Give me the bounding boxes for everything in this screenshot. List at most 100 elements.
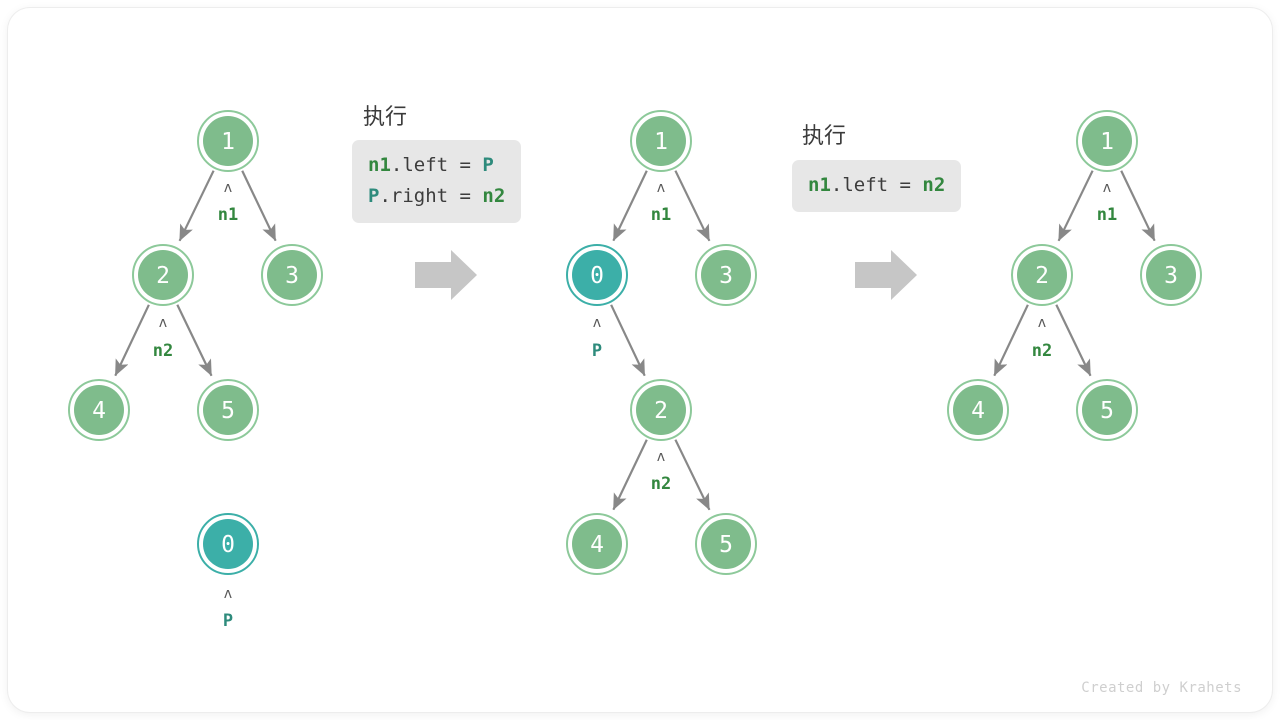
- tree-edge-edge-1-3: [241, 170, 277, 242]
- pointer-caret-icon: ʌ: [1103, 180, 1111, 196]
- edge-layer: [114, 170, 1156, 511]
- node-disc: [572, 250, 622, 300]
- code-token: .right =: [379, 185, 483, 207]
- code-token: n2: [922, 174, 946, 196]
- pointer-caret-icon: ʌ: [657, 180, 665, 196]
- pointer-caret-icon: ʌ: [593, 315, 601, 331]
- node-disc: [203, 385, 253, 435]
- tree-edge-edge-1-3: [674, 170, 711, 242]
- tree-node-3: 3: [1140, 244, 1202, 306]
- node-value: 4: [590, 532, 604, 558]
- tree-edge-edge-2-5: [1055, 304, 1092, 377]
- tree-node-0: 0: [197, 513, 259, 575]
- node-disc: [203, 519, 253, 569]
- tree-edge-edge-1-2: [178, 170, 215, 242]
- transition-arrow-1: [415, 250, 477, 300]
- tree-node-1: 1: [630, 110, 692, 172]
- node-disc: [138, 250, 188, 300]
- node-value: 1: [1100, 129, 1114, 155]
- step-3-code-block: n1.left = n2: [792, 160, 962, 212]
- node-value: 3: [285, 263, 299, 289]
- node-value: 0: [221, 532, 235, 558]
- node-outer-ring: [1140, 244, 1202, 306]
- node-disc: [636, 385, 686, 435]
- node-disc: [636, 116, 686, 166]
- tree-node-1: 1: [1076, 110, 1138, 172]
- code-token: .left =: [390, 154, 483, 176]
- node-outer-ring: [197, 110, 259, 172]
- node-value: 5: [1100, 398, 1114, 424]
- tree-edge-edge-1-2: [1057, 170, 1094, 242]
- code-token: n1: [368, 154, 391, 176]
- code-token: .left =: [830, 174, 923, 196]
- transition-arrow-2: [855, 250, 917, 300]
- code-token: P: [482, 154, 494, 176]
- node-value: 1: [221, 129, 235, 155]
- pointer-p-label: P: [592, 341, 602, 361]
- node-value: 4: [92, 398, 106, 424]
- node-disc: [1017, 250, 1067, 300]
- node-disc: [701, 519, 751, 569]
- pointer-caret-icon: ʌ: [224, 180, 232, 196]
- tree-edge-edge-2-4: [612, 439, 648, 511]
- tree-edge-edge-1-0: [612, 170, 648, 242]
- transition-layer: [415, 250, 917, 300]
- node-outer-ring: [197, 513, 259, 575]
- pointer-caret-icon: ʌ: [657, 449, 665, 465]
- tree-edge-edge-2-5: [674, 439, 711, 511]
- node-outer-ring: [68, 379, 130, 441]
- tree-node-4: 4: [566, 513, 628, 575]
- tree-node-3: 3: [695, 244, 757, 306]
- node-value: 4: [971, 398, 985, 424]
- code-token: n1: [808, 174, 831, 196]
- tree-node-1: 1: [197, 110, 259, 172]
- node-value: 0: [590, 263, 604, 289]
- tree-edge-edge-2-4: [114, 304, 150, 377]
- pointer-n1-label: n1: [651, 205, 671, 225]
- code-token: n2: [482, 185, 506, 207]
- code-line: n1.left = n2: [808, 170, 945, 201]
- node-disc: [267, 250, 317, 300]
- node-value: 5: [221, 398, 235, 424]
- pointer-p-label: P: [223, 611, 233, 631]
- node-value: 2: [654, 398, 668, 424]
- code-line: P.right = n2: [368, 181, 505, 212]
- node-outer-ring: [566, 513, 628, 575]
- tree-node-2: 2: [630, 379, 692, 441]
- node-disc: [701, 250, 751, 300]
- node-disc: [1146, 250, 1196, 300]
- tree-node-0: 0: [566, 244, 628, 306]
- node-disc: [203, 116, 253, 166]
- node-value: 3: [1164, 263, 1178, 289]
- node-outer-ring: [566, 244, 628, 306]
- pointer-caret-icon: ʌ: [224, 586, 232, 602]
- node-outer-ring: [132, 244, 194, 306]
- step-2-title: 执行: [363, 105, 408, 130]
- pointer-n2-label: n2: [1032, 341, 1052, 361]
- node-outer-ring: [197, 379, 259, 441]
- tree-edge-edge-2-5: [176, 304, 213, 377]
- tree-node-5: 5: [197, 379, 259, 441]
- watermark: Created by Krahets: [1081, 680, 1242, 696]
- node-disc: [1082, 116, 1132, 166]
- node-value: 5: [719, 532, 733, 558]
- node-disc: [1082, 385, 1132, 435]
- node-value: 1: [654, 129, 668, 155]
- tree-node-2: 2: [1011, 244, 1073, 306]
- node-outer-ring: [1011, 244, 1073, 306]
- tree-node-4: 4: [947, 379, 1009, 441]
- tree-node-5: 5: [1076, 379, 1138, 441]
- node-outer-ring: [630, 379, 692, 441]
- node-outer-ring: [630, 110, 692, 172]
- code-line: n1.left = P: [368, 150, 505, 181]
- pointer-n1-label: n1: [218, 205, 238, 225]
- node-value: 2: [1035, 263, 1049, 289]
- step-3-title: 执行: [802, 124, 847, 149]
- pointer-n2-label: n2: [153, 341, 173, 361]
- tree-edge-edge-1-3: [1120, 170, 1156, 242]
